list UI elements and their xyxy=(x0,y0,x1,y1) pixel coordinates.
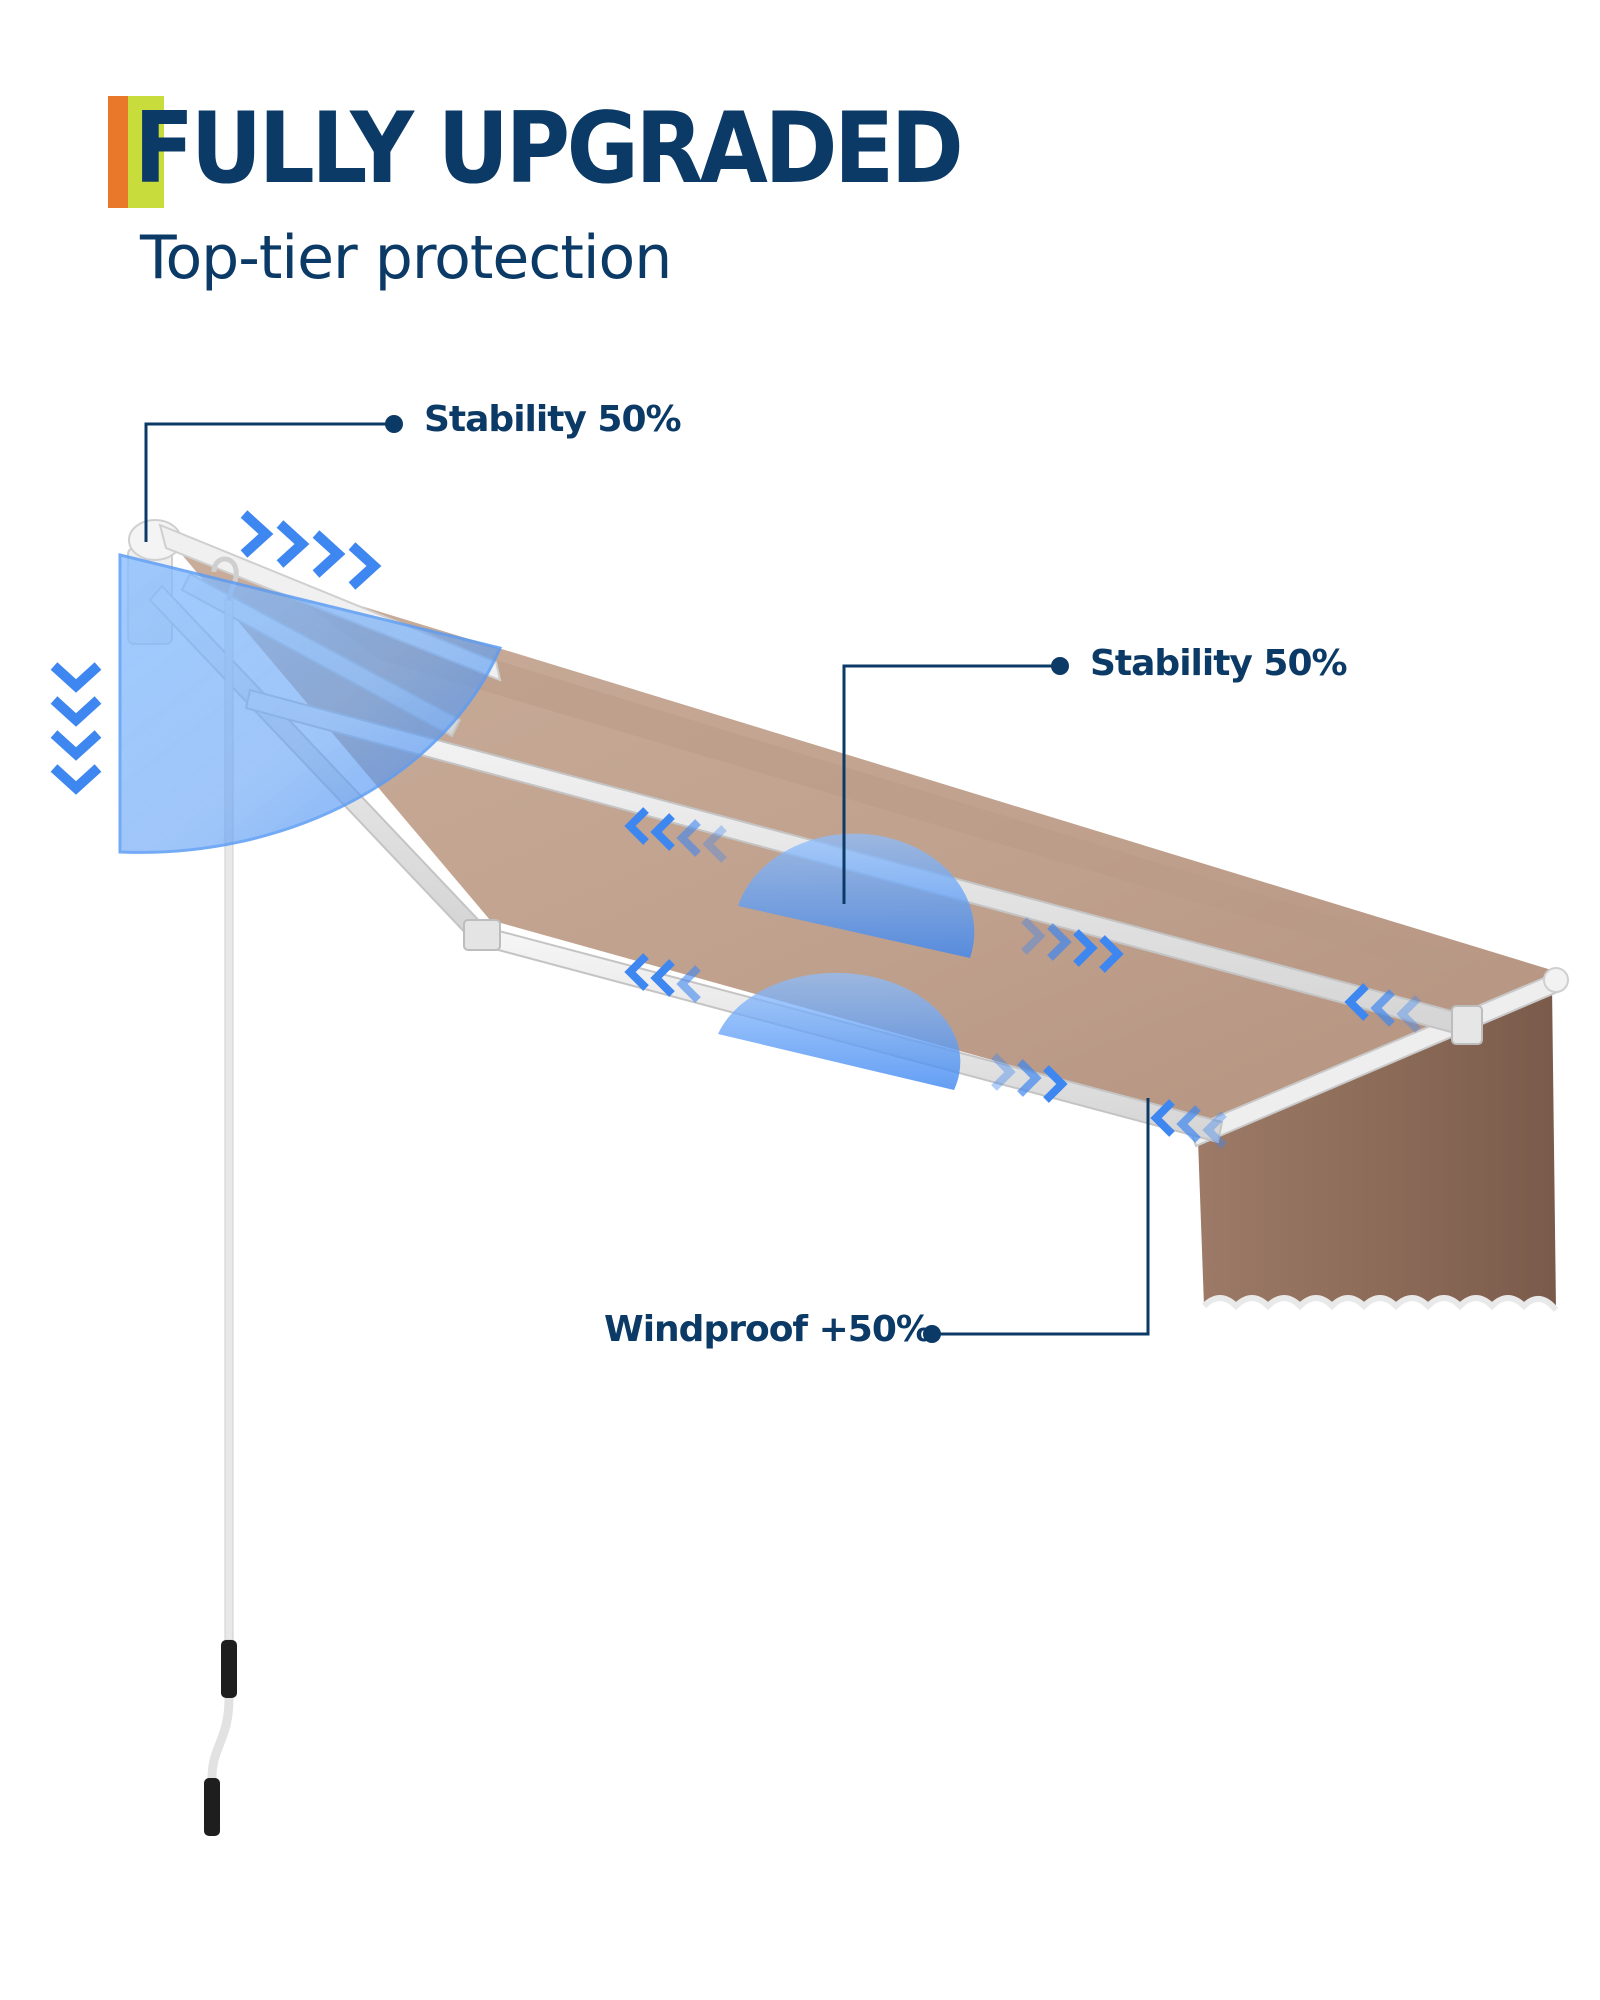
callout-label-windproof: Windproof +50% xyxy=(604,1309,932,1350)
wind-arrows-front-bar xyxy=(1344,983,1421,1033)
elbow-joint-lower xyxy=(463,919,501,951)
wind-arrows-lower-right xyxy=(991,1053,1068,1103)
wind-arrows-down xyxy=(50,662,102,795)
callout-label-stability-arm: Stability 50% xyxy=(1090,643,1348,684)
wind-arrows-bottom-right xyxy=(1150,1099,1227,1149)
title-accent-lime-bar xyxy=(128,96,164,208)
valance-hem xyxy=(1201,1295,1559,1312)
page-subtitle: Top-tier protection xyxy=(140,223,672,293)
canopy-shade xyxy=(300,600,1540,998)
page-title: FULLY UPGRADED xyxy=(134,92,964,206)
stability-highlight-dome-lower xyxy=(718,972,961,1090)
crank-bend xyxy=(207,1697,234,1779)
callout-leader-2 xyxy=(842,657,1069,904)
awning-valance xyxy=(1198,985,1556,1310)
wind-arrows-top xyxy=(240,510,382,590)
callout-leader-1 xyxy=(144,415,403,542)
crank-grip-lower xyxy=(204,1778,220,1836)
crank-grip-upper xyxy=(221,1640,237,1698)
callout-label-stability-cassette: Stability 50% xyxy=(424,399,682,440)
arm-end-bracket xyxy=(1451,1005,1483,1045)
callout-leader-3 xyxy=(923,1098,1150,1343)
front-bar-end-cap xyxy=(1543,967,1569,993)
wind-arrows-upper-left xyxy=(624,807,727,863)
wind-arrows-lower-left xyxy=(624,953,701,1003)
stability-highlight-dome-upper xyxy=(738,833,975,958)
wind-arrows-upper-right xyxy=(1021,917,1124,973)
stability-highlight-fan xyxy=(118,553,503,854)
title-accent-orange-bar xyxy=(108,96,130,208)
